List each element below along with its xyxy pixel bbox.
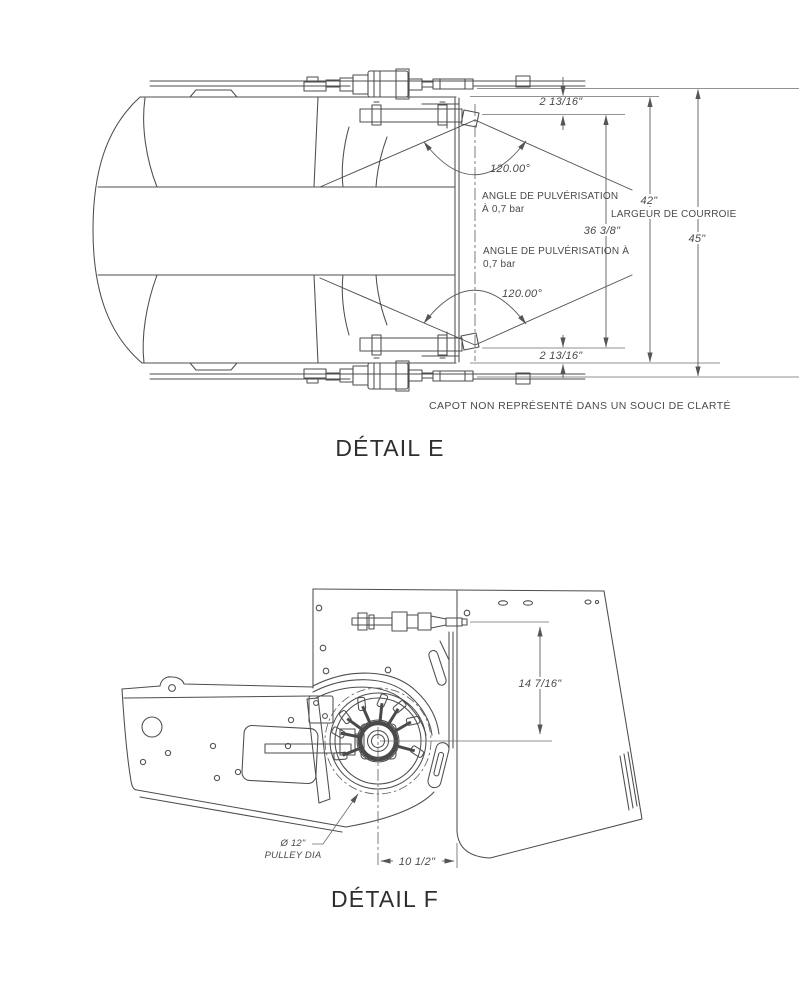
spray-nozzle-bolt [351,611,468,632]
dim-overall-width: 45" [688,233,706,245]
spray-cone-top [319,119,633,191]
left-panel [121,676,435,833]
dim-text-mask [517,677,563,689]
conveyor-body-outline [92,96,460,364]
dim-nozzle-span: 36 3/8" [584,225,621,237]
pulley-dia-label-line1: Ø 12" [280,838,306,849]
detail-f-view: 14 7/16" 10 1/2" Ø 12" PULLEY DIA DÉTAIL… [121,588,643,912]
adjuster-mechanism [241,695,352,804]
detail-e-view: 2 13/16" 2 13/16" 36 3/8" 42" LARGEUR DE… [92,68,799,461]
top-spray-boom [149,68,586,100]
dim-center-offset: 10 1/2" [399,856,436,868]
detail-e-title: DÉTAIL E [335,435,444,461]
spray-label-bottom-line2: 0,7 bar [483,259,516,270]
spray-angle-bottom-value: 120.00° [502,288,542,300]
dim-belt-width: 42" [640,195,658,207]
extension-lines [470,88,799,378]
clarity-note: CAPOT NON REPRÉSENTÉ DANS UN SOUCI DE CL… [429,399,731,412]
hood-panel [312,588,643,859]
spray-label-bottom-line1: ANGLE DE PULVÉRISATION À [483,244,629,257]
bottom-nozzle-assembly [359,331,480,359]
dim-offset-bottom: 2 13/16" [538,350,583,362]
dimension-lines [560,77,701,378]
belt-width-label: LARGEUR DE COURROIE [611,209,737,220]
dim-center-height: 14 7/16" [518,678,562,690]
dim-text-mask [637,194,663,206]
belt-guard-band [312,672,440,736]
dim-text-mask [684,232,711,244]
spray-label-top-line2: À 0,7 bar [482,202,525,215]
detail-f-dimensions [312,621,552,868]
spray-label-top-line1: ANGLE DE PULVÉRISATION [482,189,618,202]
dim-text-mask [583,224,623,236]
spray-angle-top-value: 120.00° [490,163,530,175]
dim-offset-top: 2 13/16" [538,96,583,108]
dim-text-mask [609,207,737,219]
detail-f-title: DÉTAIL F [331,886,439,912]
tensioner-links [427,631,454,789]
pulley-dia-label-line2: PULLEY DIA [265,850,322,861]
bottom-spray-boom [149,360,586,392]
top-nozzle-assembly [359,101,480,129]
